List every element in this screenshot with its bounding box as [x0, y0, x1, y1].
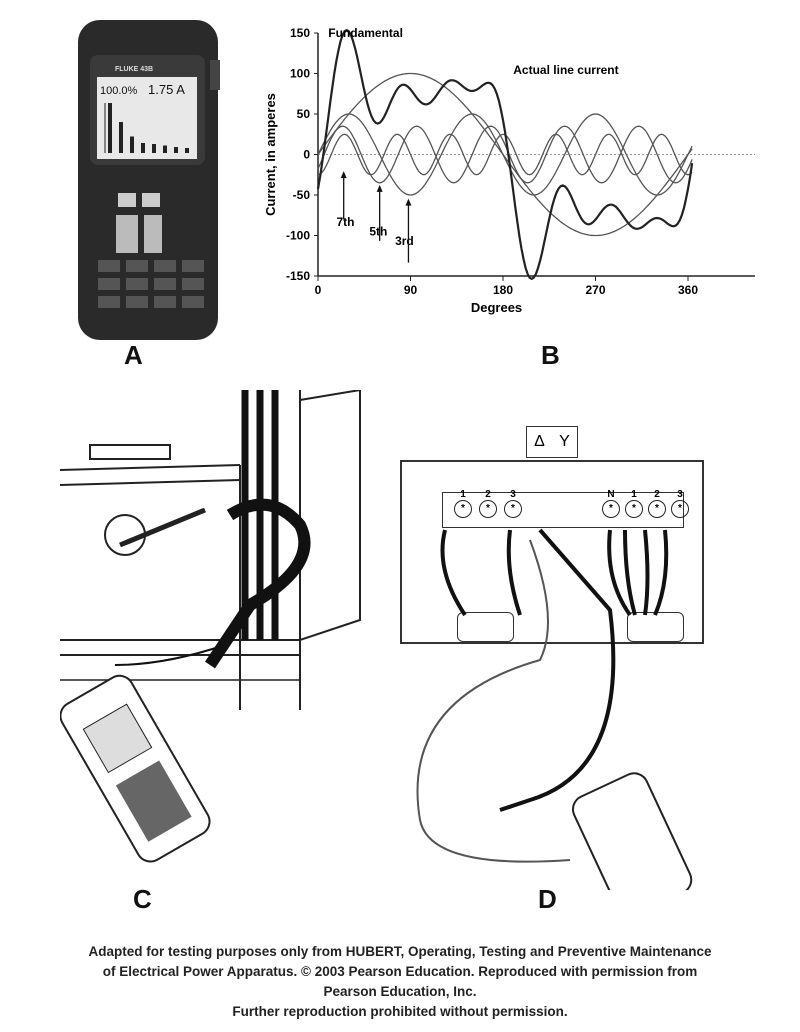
- terminal-strip: 1*2*3* N*1*2*3*: [442, 489, 689, 528]
- x-tick-label: 270: [585, 283, 605, 297]
- terminal-screw: N*: [601, 489, 621, 518]
- arrowhead-icon: [340, 171, 347, 179]
- chart-annotation: Fundamental: [328, 26, 403, 40]
- caption-line-3: Pearson Education, Inc.: [323, 984, 477, 999]
- y-tick-label: 50: [297, 107, 311, 121]
- chart-annotation: 7th: [337, 215, 355, 229]
- conduit-left: [457, 612, 514, 642]
- y-tick-label: 150: [290, 26, 310, 40]
- wye-label: Y: [559, 433, 570, 450]
- terminal-label: N: [607, 489, 615, 500]
- terminal-label: 2: [485, 489, 491, 500]
- terminal-label: 2: [654, 489, 660, 500]
- right-arrow-button[interactable]: [142, 193, 160, 207]
- screw-icon: *: [648, 500, 666, 518]
- series-3rd: [317, 113, 693, 196]
- test-leads-illustration: [416, 528, 693, 890]
- series-5th: [317, 125, 693, 184]
- meter-keypad: [98, 193, 204, 308]
- x-tick-label: 360: [678, 283, 698, 297]
- meter-harmonic-bar: [152, 144, 156, 153]
- terminal-screw: 3*: [503, 489, 523, 518]
- meter-screen: [97, 77, 197, 159]
- chart-annotation: 5th: [369, 225, 387, 239]
- x-tick-label: 0: [315, 283, 322, 297]
- meter-harmonic-bar: [174, 147, 178, 153]
- meter-harmonic-bar: [119, 122, 123, 153]
- terminal-screw: 2*: [647, 489, 667, 518]
- screw-icon: *: [504, 500, 522, 518]
- panel-label-d: D: [538, 884, 557, 914]
- y-tick-label: 100: [290, 67, 310, 81]
- terminal-label: 3: [510, 489, 516, 500]
- terminal-label: 3: [677, 489, 683, 500]
- graph-button[interactable]: [144, 215, 162, 253]
- caption-line-4: Further reproduction prohibited without …: [232, 1004, 568, 1019]
- caption-line-2: of Electrical Power Apparatus. © 2003 Pe…: [102, 964, 698, 979]
- clamp-measurement-illustration: [60, 390, 361, 863]
- delta-label: Δ: [534, 433, 545, 450]
- arrowhead-icon: [376, 184, 383, 192]
- function-button[interactable]: [116, 215, 138, 253]
- screw-icon: *: [454, 500, 472, 518]
- screw-icon: *: [602, 500, 620, 518]
- arrowhead-icon: [405, 198, 412, 206]
- x-axis-label: Degrees: [471, 300, 522, 315]
- meter-harmonic-bar: [163, 145, 167, 153]
- panel-label-c: C: [133, 884, 152, 914]
- meter-brand: FLUKE 43B: [115, 66, 153, 73]
- caption-line-1: Adapted for testing purposes only from H…: [88, 944, 712, 959]
- x-tick-label: 180: [493, 283, 513, 297]
- meter-harmonic-bar: [108, 103, 112, 153]
- chart-annotation: Actual line current: [513, 63, 618, 77]
- x-tick-label: 90: [404, 283, 418, 297]
- meter-reading-current: 1.75 A: [148, 82, 185, 97]
- panel-label-a: A: [124, 340, 143, 370]
- y-tick-label: -150: [286, 269, 310, 283]
- terminal-screw: 1*: [453, 489, 473, 518]
- meter-harmonic-bar: [130, 136, 134, 153]
- connection-sign: Δ Y: [526, 426, 578, 458]
- terminal-box: 1*2*3* N*1*2*3*: [400, 460, 704, 644]
- terminal-screw: 3*: [670, 489, 690, 518]
- chart-annotation: 3rd: [395, 234, 414, 248]
- terminal-screw: 2*: [478, 489, 498, 518]
- terminal-label: 1: [631, 489, 637, 500]
- series-actual-line-current: [316, 28, 694, 281]
- meter-reading-percent: 100.0%: [100, 85, 138, 97]
- y-tick-label: 0: [303, 148, 310, 162]
- screw-icon: *: [671, 500, 689, 518]
- copyright-caption: Adapted for testing purposes only from H…: [0, 942, 800, 1022]
- meter-harmonic-bar: [141, 143, 145, 153]
- meter-harmonic-bar: [185, 148, 189, 153]
- power-quality-meter: FLUKE 43B 100.0% 1.75 A: [78, 20, 220, 340]
- panel-label-b: B: [541, 340, 560, 370]
- terminal-label: 1: [460, 489, 466, 500]
- left-arrow-button[interactable]: [118, 193, 136, 207]
- terminal-screw: 1*: [624, 489, 644, 518]
- y-tick-label: -100: [286, 229, 310, 243]
- y-axis-label: Current, in amperes: [263, 93, 278, 216]
- screw-icon: *: [625, 500, 643, 518]
- y-tick-label: -50: [293, 188, 311, 202]
- screw-icon: *: [479, 500, 497, 518]
